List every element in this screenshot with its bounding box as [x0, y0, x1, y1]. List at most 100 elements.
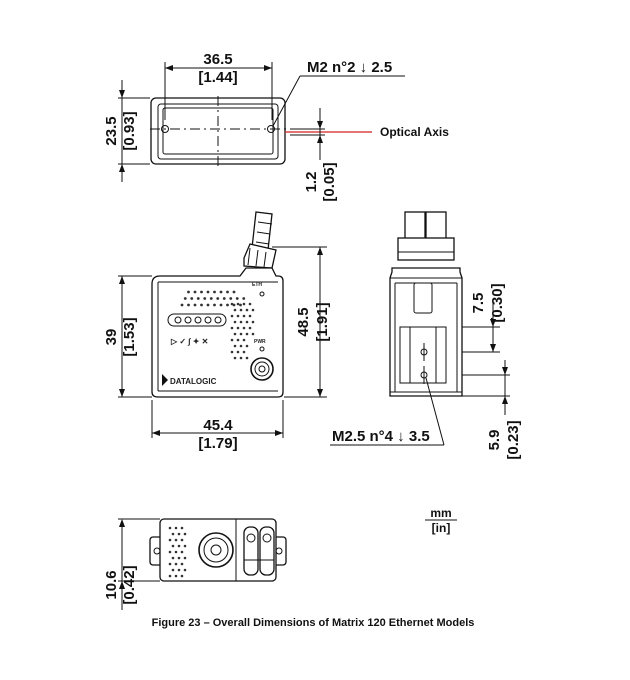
vent-hole — [183, 532, 187, 536]
vent-hole — [230, 314, 234, 318]
vent-hole — [239, 332, 243, 336]
vent-hole — [236, 338, 240, 342]
axis-offset-in: [0.05] — [321, 162, 338, 201]
top-width-mm: 36.5 — [203, 51, 232, 68]
bottom-vents — [168, 526, 187, 578]
side-upper-in: [0.30] — [489, 283, 506, 322]
vent-hole — [236, 350, 240, 354]
top-width-in: [1.44] — [198, 69, 237, 86]
vent-hole — [226, 290, 229, 294]
vent-hole — [206, 290, 210, 294]
units-secondary: [in] — [432, 521, 451, 535]
vent-hole — [177, 532, 181, 536]
led-4 — [204, 316, 212, 324]
vent-hole — [168, 538, 172, 542]
vent-hole — [251, 332, 255, 336]
bottom-height-in: [0.42] — [121, 565, 138, 604]
side-view: 7.5 [0.30] 5.9 [0.23] M2.5 n°4 ↓ 3.5 — [330, 211, 522, 460]
vent-hole — [245, 356, 249, 360]
vent-hole — [233, 308, 237, 312]
datalogic-logo: DATALOGIC — [162, 374, 217, 386]
vent-hole — [230, 338, 234, 342]
vent-hole — [236, 314, 240, 318]
body-height-mm: 39 — [103, 329, 120, 346]
vent-hole — [230, 350, 234, 354]
units-legend: mm [in] — [425, 506, 457, 535]
svg-text:DATALOGIC: DATALOGIC — [170, 377, 217, 386]
top-height-mm: 23.5 — [103, 116, 120, 145]
side-tab — [413, 282, 433, 314]
front-view-outline — [151, 267, 284, 398]
vent-hole — [171, 568, 175, 572]
vent-hole — [222, 297, 226, 300]
vent-hole — [248, 326, 252, 330]
vent-hole — [245, 308, 249, 312]
vent-hole — [251, 308, 255, 312]
bottom-connector — [198, 532, 234, 568]
vent-hole — [239, 308, 243, 312]
pwr-led — [259, 346, 265, 352]
side-thread-callout: M2.5 n°4 ↓ 3.5 — [332, 428, 430, 445]
vent-hole — [200, 303, 203, 307]
vent-hole — [180, 538, 184, 542]
optical-axis-label: Optical Axis — [380, 125, 449, 139]
vent-hole — [180, 550, 184, 554]
vent-hole — [216, 297, 220, 300]
vent-hole — [183, 544, 187, 548]
overall-height-in: [1.91] — [314, 302, 331, 341]
eth-label: ETH — [252, 282, 262, 288]
vent-hole — [168, 526, 172, 530]
eth-led — [259, 291, 265, 297]
axis-offset-mm: 1.2 — [303, 172, 320, 193]
vent-hole — [251, 320, 255, 324]
vent-hole — [219, 290, 223, 294]
vent-hole — [168, 550, 172, 554]
vent-hole — [174, 538, 178, 542]
vent-hole — [233, 320, 237, 324]
vent-hole — [226, 303, 229, 307]
vent-hole — [193, 290, 197, 294]
side-cable-collar — [397, 237, 455, 261]
pwr-label: PWR — [254, 339, 266, 345]
vent-hole — [183, 568, 187, 572]
led-2 — [184, 316, 192, 324]
vent-hole — [180, 562, 184, 566]
led-3 — [194, 316, 202, 324]
vent-hole — [174, 562, 178, 566]
vent-hole — [213, 303, 216, 307]
front-cable — [243, 211, 277, 269]
vent-hole — [177, 544, 181, 548]
led-strip — [167, 313, 227, 327]
vent-hole — [171, 532, 175, 536]
vent-hole — [230, 302, 234, 306]
vent-hole — [190, 297, 194, 300]
bottom-height-mm: 10.6 — [103, 570, 120, 599]
vent-hole — [242, 338, 246, 342]
vent-hole — [242, 314, 246, 318]
vent-hole — [200, 290, 203, 294]
vent-hole — [245, 332, 249, 336]
vent-hole — [187, 290, 190, 294]
vent-hole — [242, 297, 246, 300]
front-connector — [250, 357, 274, 381]
units-primary: mm — [430, 506, 451, 520]
vent-hole — [235, 297, 239, 300]
vent-hole — [245, 320, 249, 324]
vent-hole — [209, 297, 213, 300]
vent-hole — [177, 568, 181, 572]
vent-hole — [219, 303, 223, 307]
vent-hole — [232, 303, 236, 307]
vent-hole — [174, 574, 178, 578]
vent-hole — [239, 320, 243, 324]
overall-height-mm: 48.5 — [295, 307, 312, 336]
vent-hole — [183, 297, 187, 300]
front-vent-right — [230, 302, 255, 360]
vent-hole — [171, 544, 175, 548]
vent-hole — [196, 297, 200, 300]
vent-hole — [229, 297, 233, 300]
vent-hole — [180, 526, 184, 530]
vent-hole — [171, 556, 175, 560]
vent-hole — [233, 356, 237, 360]
vent-hole — [177, 556, 181, 560]
vent-hole — [230, 326, 234, 330]
